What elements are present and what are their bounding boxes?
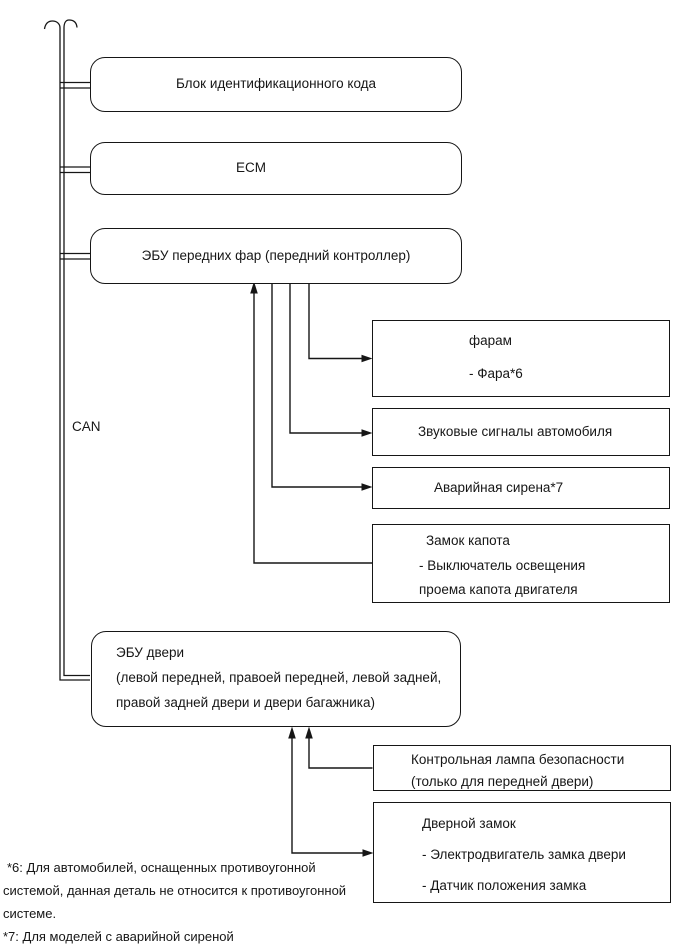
arrow-into-siren — [361, 483, 373, 491]
node-line: - Датчик положения замка — [422, 878, 587, 893]
footnote-line: системе. — [3, 906, 57, 921]
bus-stub-id-code-unit — [59, 81, 90, 89]
signal-lines — [253, 282, 373, 854]
node-title: ECM — [236, 160, 266, 176]
node-line: - Выключатель освещения — [419, 557, 586, 573]
footnotes: *6: Для автомобилей, оснащенных противоу… — [3, 856, 346, 948]
node-line: Контрольная лампа безопасности — [411, 752, 625, 767]
can-bus-label: CAN — [72, 419, 101, 434]
node-line: (только для передней двери) — [411, 774, 594, 789]
can-bus-line-left — [43, 20, 90, 681]
node-line: (левой передней, правоей передней, левой… — [116, 670, 442, 685]
node-horns: Звуковые сигналы автомобиля — [372, 408, 670, 456]
node-title: Аварийная сирена*7 — [434, 479, 564, 495]
node-id-code-unit: Блок идентификационного кода — [90, 57, 462, 112]
line-front-ecu-to-siren — [271, 282, 363, 488]
node-title: ЭБУ передних фар (передний контроллер) — [141, 247, 411, 263]
arrow-into-headlamps — [361, 354, 373, 363]
node-ecm: ECM — [90, 142, 462, 195]
arrow-up-into-door-ecu-right — [305, 726, 313, 739]
node-title: Блок идентификационного кода — [175, 76, 377, 92]
arrowheads — [250, 281, 374, 857]
bus-stub-ecm — [59, 166, 90, 174]
node-front-light-ecu: ЭБУ передних фар (передний контроллер) — [90, 228, 462, 284]
arrow-up-into-door-ecu-left — [288, 726, 296, 739]
arrow-up-into-front-ecu — [250, 281, 258, 294]
arrow-into-door-lock — [362, 849, 374, 857]
node-door-ecu: ЭБУ двери (левой передней, правоей перед… — [91, 631, 461, 727]
line-front-ecu-to-horns — [289, 282, 363, 434]
bus-stub-front-light-ecu — [59, 252, 90, 260]
node-line: правой задней двери и двери багажника) — [116, 695, 375, 710]
can-bus-line-right — [63, 19, 90, 677]
footnote-line: *6: Для автомобилей, оснащенных противоу… — [7, 860, 316, 875]
node-line: Дверной замок — [422, 816, 516, 831]
node-hood-lock: Замок капота - Выключатель освещения про… — [372, 524, 670, 603]
node-line: - Фара*6 — [469, 365, 523, 381]
node-line: Замок капота — [426, 533, 510, 548]
can-bus — [43, 19, 90, 681]
node-security-lamp: Контрольная лампа безопасности (только д… — [373, 745, 671, 791]
line-hood-lock-to-front-ecu — [253, 292, 372, 564]
node-line: фарам — [469, 333, 512, 348]
node-emergency-siren: Аварийная сирена*7 — [372, 467, 670, 509]
arrow-into-horns — [361, 429, 373, 437]
node-door-lock: Дверной замок - Электродвигатель замка д… — [373, 802, 671, 903]
line-security-lamp-to-door-ecu — [308, 737, 373, 769]
footnote-line: *7: Для моделей с аварийной сиреной — [3, 929, 234, 944]
node-line: проема капота двигателя — [419, 582, 578, 597]
line-front-ecu-to-headlamps — [308, 282, 363, 360]
line-door-lock-to-door-ecu — [291, 737, 364, 854]
node-title: Звуковые сигналы автомобиля — [418, 423, 613, 439]
footnote-line: системой, данная деталь не относится к п… — [3, 883, 347, 898]
node-line: ЭБУ двери — [116, 645, 185, 660]
node-line: - Электродвигатель замка двери — [422, 847, 626, 862]
node-headlamps: фарам - Фара*6 — [372, 320, 670, 397]
